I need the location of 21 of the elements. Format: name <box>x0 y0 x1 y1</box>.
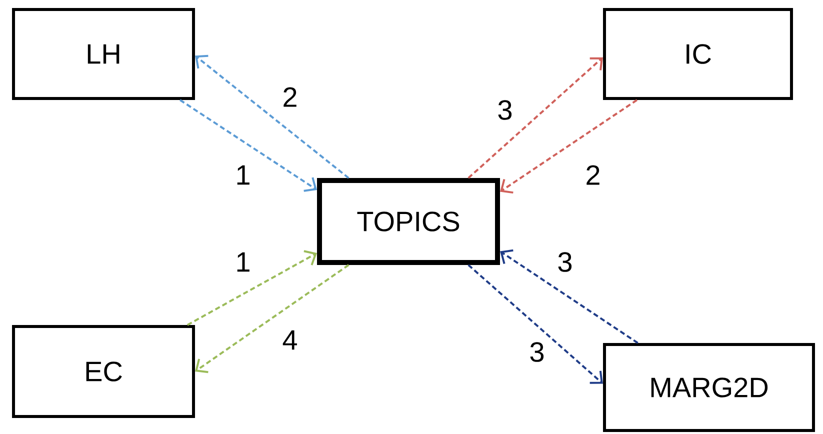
edge-label: 2 <box>284 87 296 107</box>
process-box: EC <box>12 325 195 418</box>
edge-label: 1 <box>237 165 250 185</box>
process-box: IC <box>603 8 793 100</box>
edge-label: 3 <box>530 342 544 362</box>
arrow <box>468 57 603 179</box>
process-box: MARG2D <box>603 343 815 432</box>
process-box: LH <box>12 8 195 100</box>
edge-label: 2 <box>586 165 600 185</box>
arrow <box>180 99 317 192</box>
edge-label: 3 <box>498 100 512 120</box>
arrow <box>468 264 603 384</box>
arrow <box>195 264 350 374</box>
arrow <box>186 250 317 326</box>
process-box: TOPICS <box>317 178 500 265</box>
edge-label: 4 <box>282 330 297 350</box>
arrow <box>195 54 350 179</box>
edge-label: 3 <box>558 252 572 272</box>
arrow <box>500 99 638 194</box>
arrow <box>500 249 638 344</box>
edge-label: 1 <box>237 252 250 272</box>
